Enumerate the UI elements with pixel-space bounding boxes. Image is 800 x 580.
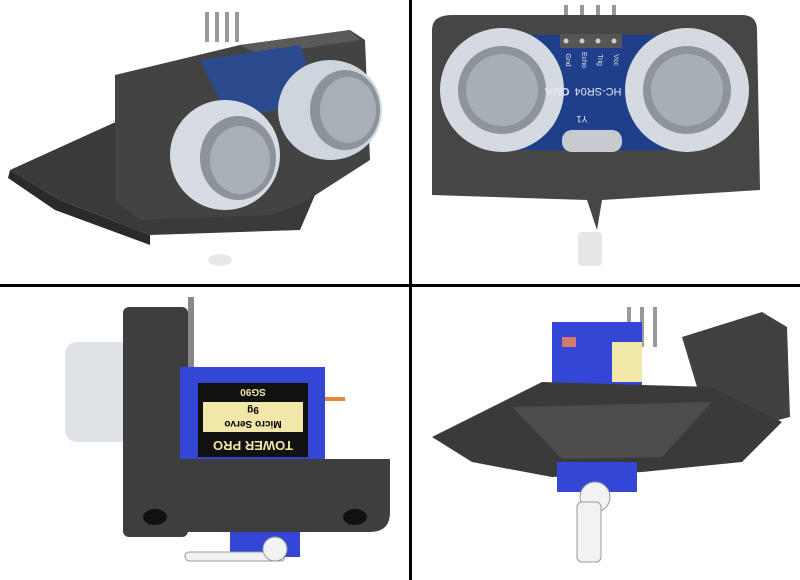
mount-render-bottom xyxy=(432,307,790,563)
servo-name-label: Micro Servo xyxy=(224,418,281,429)
sensor-model-label: HC-SR04 xyxy=(574,85,621,97)
transducer-right xyxy=(625,28,749,152)
view-perspective-front xyxy=(0,0,409,284)
servo-model-label: SG90 xyxy=(240,386,266,397)
view-bottom-perspective xyxy=(412,287,800,580)
transducer-left xyxy=(170,100,280,210)
sensor-brand-label: CMA xyxy=(544,85,569,97)
mount-render-front: Vcc Trig Echo Gnd CMA HC-SR04 Y1 xyxy=(432,5,760,266)
transducer-right xyxy=(278,60,382,160)
pin-label-echo: Echo xyxy=(580,52,587,68)
vertical-divider xyxy=(409,0,412,580)
view-front: Vcc Trig Echo Gnd CMA HC-SR04 Y1 xyxy=(412,0,800,284)
horizontal-divider xyxy=(0,284,800,287)
transducer-left xyxy=(440,28,564,152)
crystal-label: Y1 xyxy=(576,114,587,124)
pin-label-vcc: Vcc xyxy=(612,54,619,66)
mount-render-front-perspective xyxy=(8,12,382,266)
pin-label-gnd: Gnd xyxy=(564,53,571,66)
servo-brand-label: TOWER PRO xyxy=(213,438,293,453)
pin-label-trig: Trig xyxy=(596,54,603,66)
mount-render-side: SG90 9g Micro Servo TOWER PRO xyxy=(65,297,390,562)
view-side: SG90 9g Micro Servo TOWER PRO xyxy=(0,287,409,580)
servo-weight-label: 9g xyxy=(247,404,259,415)
